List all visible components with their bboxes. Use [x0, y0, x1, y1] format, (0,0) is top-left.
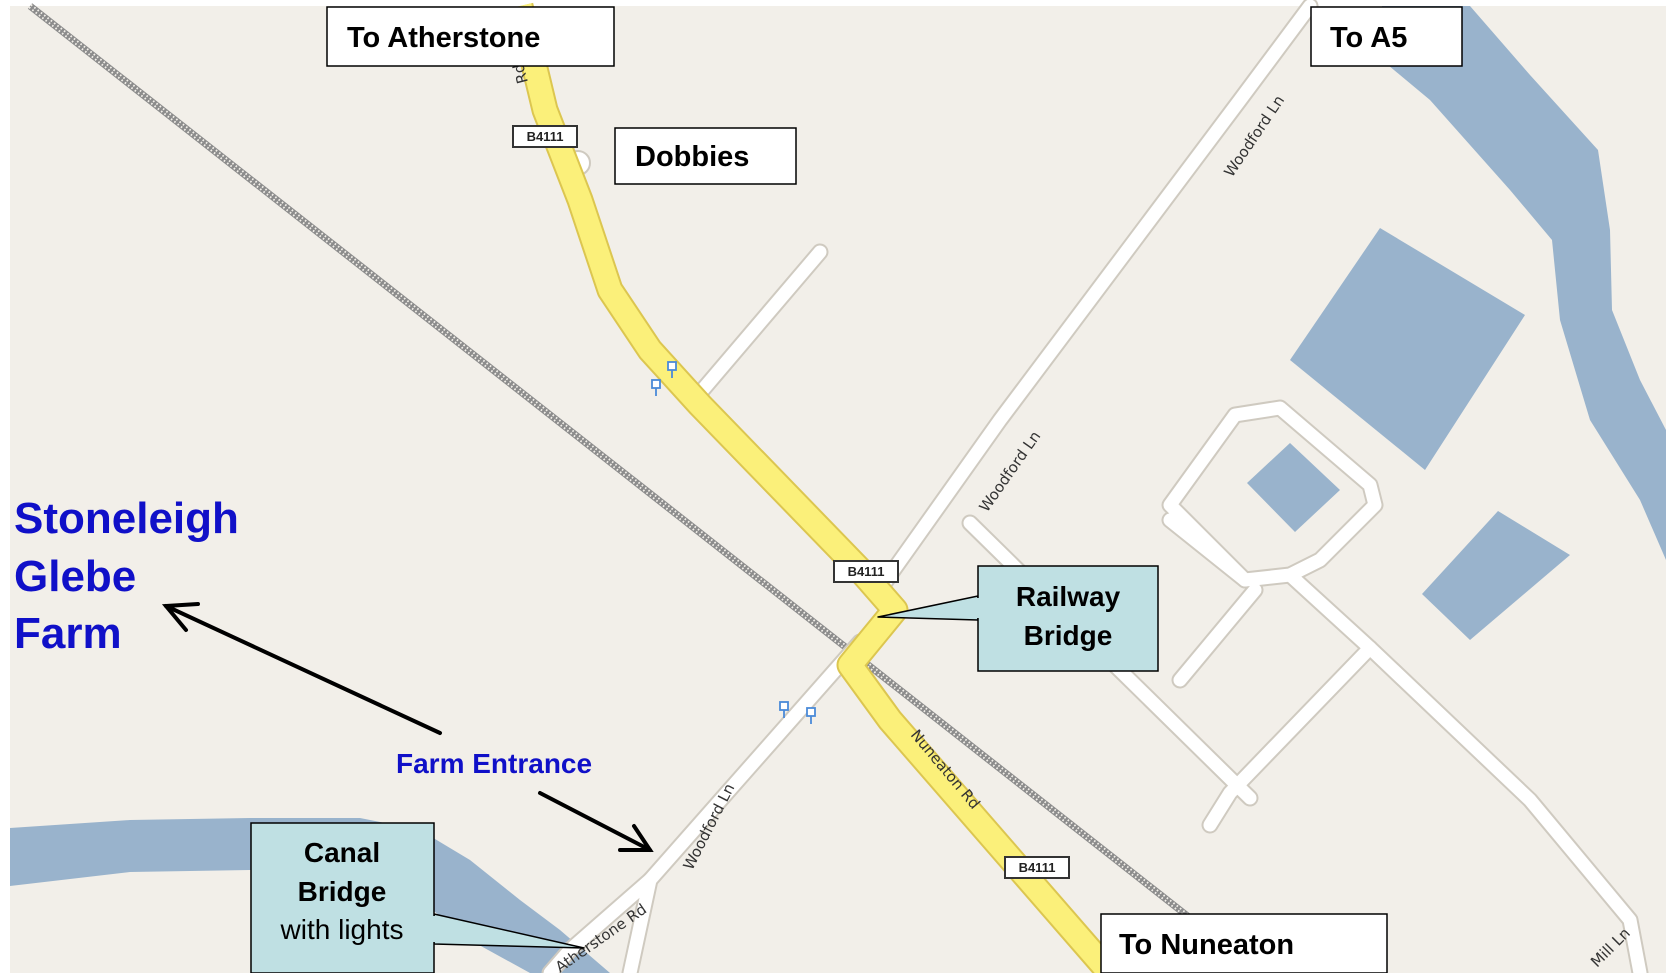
- land-background: [10, 6, 1666, 973]
- to-a5-label: To A5: [1330, 22, 1407, 54]
- arrow-icon: [538, 791, 654, 852]
- top-rd-fragment-label: Rd: [509, 62, 532, 86]
- bus-stop-icon: [667, 361, 677, 378]
- to-a5-box: To A5: [1310, 6, 1463, 67]
- b4111-shield-middle-label: B4111: [848, 564, 885, 579]
- to-nuneaton-label: To Nuneaton: [1119, 929, 1294, 961]
- b4111-shield-top-label: B4111: [527, 129, 564, 144]
- canal-bridge-line3: with lights: [280, 914, 404, 945]
- b4111-shield-bottom: B4111: [1004, 856, 1070, 879]
- railway-bridge-line2: Bridge: [1024, 620, 1113, 651]
- river-right: [1382, 6, 1666, 560]
- to-atherstone-box: To Atherstone: [326, 6, 615, 67]
- farm-name-line3: Farm: [14, 609, 122, 658]
- b4111-shield-bottom-label: B4111: [1019, 860, 1056, 875]
- bus-stop-icon: [779, 701, 789, 718]
- b4111-shield-middle: B4111: [833, 560, 899, 583]
- canal-bridge-line2: Bridge: [298, 876, 387, 907]
- railway: [27, 3, 1263, 973]
- arrow-icon: [161, 602, 442, 735]
- dobbies-label: Dobbies: [635, 141, 749, 173]
- bus-stop-icon: [651, 379, 661, 396]
- railway-bridge-line1: Railway: [1016, 581, 1121, 612]
- canal-bridge-line1: Canal: [304, 837, 380, 868]
- canal-bottom-left: [10, 818, 610, 973]
- railway-bridge-callout: Railway Bridge: [877, 565, 1159, 672]
- reservoir-large: [1290, 228, 1525, 470]
- farm-name-line2: Glebe: [14, 552, 136, 601]
- dobbies-box: Dobbies: [614, 127, 797, 185]
- to-nuneaton-box: To Nuneaton: [1100, 913, 1388, 973]
- canal-bridge-callout: Canal Bridge with lights: [250, 822, 585, 973]
- reservoir-right: [1422, 511, 1570, 640]
- farm-name-line1: Stoneleigh: [14, 494, 239, 543]
- b4111-road: [508, 3, 1119, 973]
- farm-entrance-label: Farm Entrance: [396, 748, 592, 779]
- b4111-shield-top: B4111: [512, 125, 578, 148]
- bus-stop-icon: [806, 707, 816, 724]
- to-atherstone-label: To Atherstone: [347, 22, 540, 54]
- reservoir-small: [1247, 443, 1340, 532]
